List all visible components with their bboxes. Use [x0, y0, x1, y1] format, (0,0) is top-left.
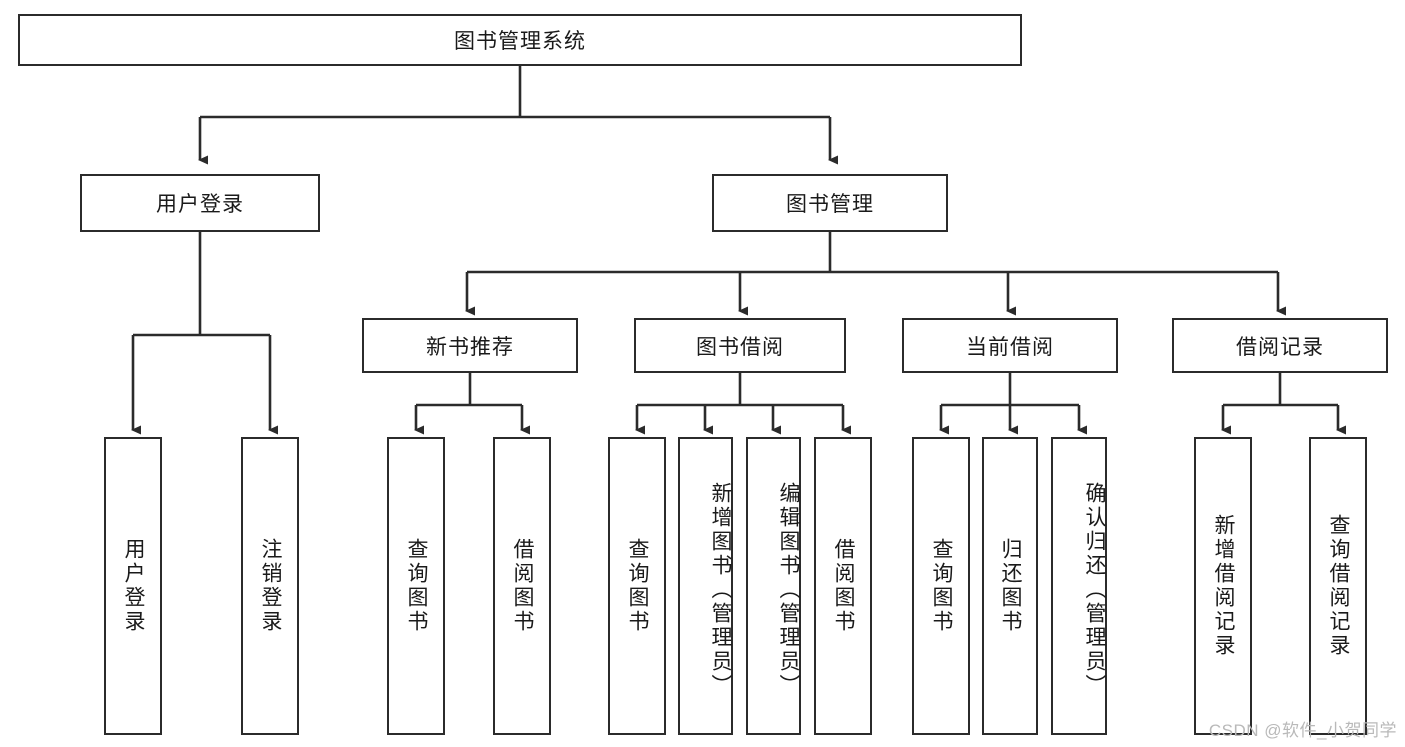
- node-label: 归还图书: [999, 538, 1023, 634]
- leaf-new-book-query[interactable]: 查询图书: [387, 437, 445, 735]
- node-label: 图书管理: [786, 193, 874, 216]
- node-label: 用户登录: [122, 538, 146, 634]
- node-label: 确认归还（管理员）: [1083, 482, 1106, 698]
- node-book-management[interactable]: 图书管理: [712, 174, 948, 232]
- leaf-current-borrow-return[interactable]: 归还图书: [982, 437, 1038, 735]
- node-label: 新书推荐: [426, 335, 514, 359]
- node-label: 图书借阅: [696, 335, 784, 359]
- node-borrow-record[interactable]: 借阅记录: [1172, 318, 1388, 373]
- node-current-borrow[interactable]: 当前借阅: [902, 318, 1118, 373]
- leaf-book-borrow-add[interactable]: 新增图书（管理员）: [678, 437, 733, 735]
- node-label: 查询借阅记录: [1327, 514, 1351, 658]
- leaf-book-borrow-borrow[interactable]: 借阅图书: [814, 437, 872, 735]
- leaf-borrow-record-add[interactable]: 新增借阅记录: [1194, 437, 1252, 735]
- leaf-book-borrow-edit[interactable]: 编辑图书（管理员）: [746, 437, 801, 735]
- node-book-borrow[interactable]: 图书借阅: [634, 318, 846, 373]
- node-label: 用户登录: [156, 193, 244, 216]
- node-label: 借阅图书: [832, 538, 856, 634]
- node-label: 借阅记录: [1236, 335, 1324, 359]
- node-label: 图书管理系统: [454, 30, 586, 53]
- node-label: 注销登录: [259, 538, 283, 634]
- node-label: 借阅图书: [511, 538, 535, 634]
- node-label: 编辑图书（管理员）: [777, 482, 800, 698]
- watermark-text: CSDN @软件_小贺同学: [1208, 721, 1397, 740]
- node-label: 当前借阅: [966, 335, 1054, 359]
- leaf-user-login-login[interactable]: 用户登录: [104, 437, 162, 735]
- node-label: 查询图书: [405, 538, 429, 634]
- leaf-current-borrow-confirm-return[interactable]: 确认归还（管理员）: [1051, 437, 1107, 735]
- node-label: 新增借阅记录: [1212, 514, 1236, 658]
- node-label: 查询图书: [930, 538, 954, 634]
- leaf-current-borrow-query[interactable]: 查询图书: [912, 437, 970, 735]
- node-root-system[interactable]: 图书管理系统: [18, 14, 1022, 66]
- leaf-borrow-record-query[interactable]: 查询借阅记录: [1309, 437, 1367, 735]
- leaf-new-book-borrow[interactable]: 借阅图书: [493, 437, 551, 735]
- node-label: 新增图书（管理员）: [709, 482, 732, 698]
- node-label: 查询图书: [626, 538, 650, 634]
- node-new-book-recommend[interactable]: 新书推荐: [362, 318, 578, 373]
- leaf-book-borrow-query[interactable]: 查询图书: [608, 437, 666, 735]
- node-user-login[interactable]: 用户登录: [80, 174, 320, 232]
- leaf-user-login-logout[interactable]: 注销登录: [241, 437, 299, 735]
